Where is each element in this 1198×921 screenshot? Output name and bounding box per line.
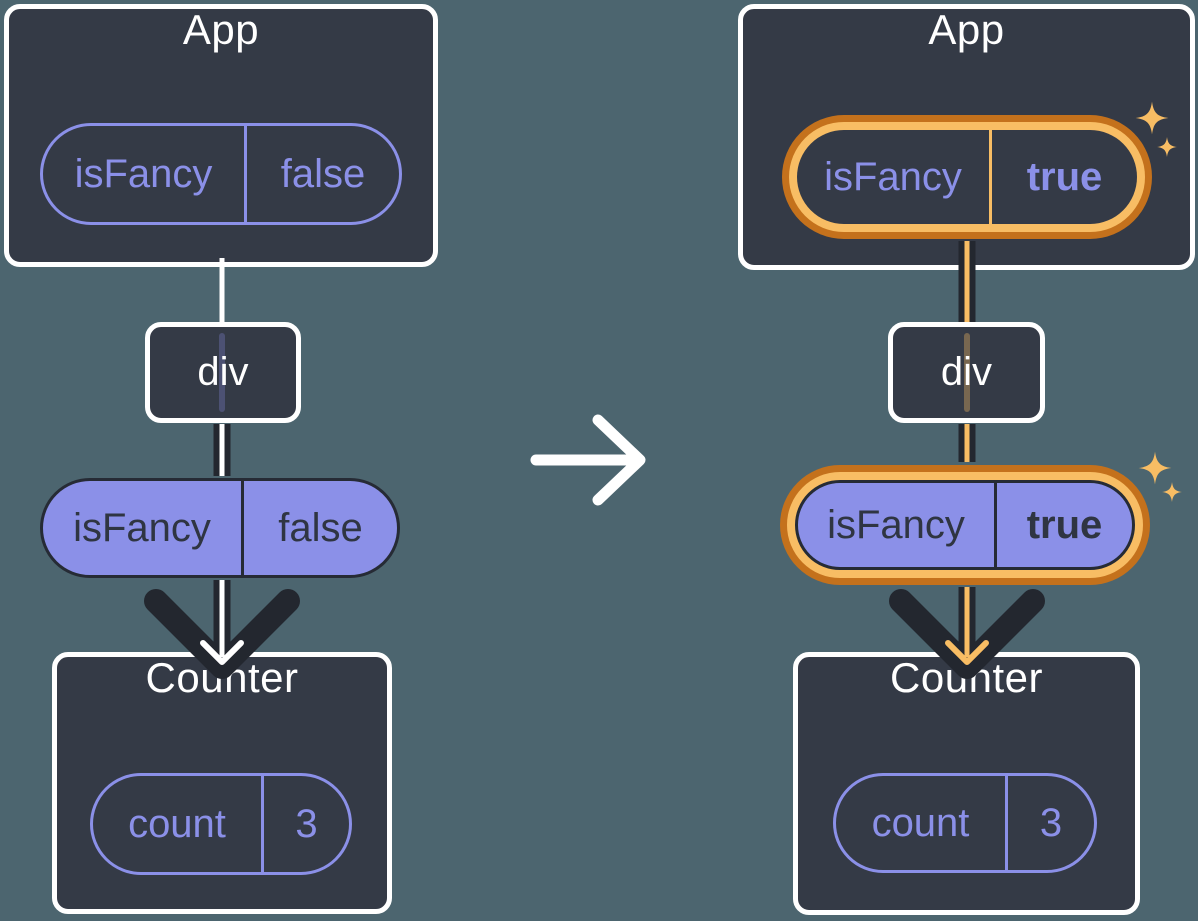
prop-value: false xyxy=(278,505,363,550)
prop-key: isFancy xyxy=(798,483,997,567)
state-key: isFancy xyxy=(43,126,247,222)
sparkle-icon xyxy=(1162,482,1182,502)
div-node-title: div xyxy=(940,350,993,394)
counter-node-after: Counter count 3 xyxy=(793,652,1140,915)
div-node-after: div xyxy=(888,322,1045,423)
div-node-title: div xyxy=(197,350,249,394)
prop-key: isFancy xyxy=(43,481,244,575)
app-node-before: App isFancy false xyxy=(4,4,438,267)
app-state-pill-before: isFancy false xyxy=(40,123,402,225)
app-node-after: App isFancy true xyxy=(738,4,1195,270)
arrow-right-icon xyxy=(530,414,646,506)
sparkle-icon xyxy=(1157,137,1177,157)
app-node-title: App xyxy=(182,6,260,53)
counter-node-title: Counter xyxy=(890,654,1043,701)
state-value: false xyxy=(280,151,366,196)
app-node-title: App xyxy=(928,6,1005,53)
div-node-before: div xyxy=(145,322,301,423)
counter-node-title: Counter xyxy=(145,654,299,701)
state-key: isFancy xyxy=(797,130,992,224)
sparkle-icon xyxy=(1138,451,1172,485)
counter-state-pill-after: count 3 xyxy=(833,773,1097,873)
counter-state-pill-before: count 3 xyxy=(90,773,352,875)
prop-flow-line-faint xyxy=(964,333,970,412)
state-value: 3 xyxy=(1039,800,1063,845)
state-value: 3 xyxy=(295,801,318,846)
state-key: count xyxy=(93,776,264,872)
prop-pill-after-highlighted: isFancy true xyxy=(795,480,1135,570)
app-state-pill-after-highlighted: isFancy true xyxy=(797,130,1137,224)
prop-value: true xyxy=(1026,502,1103,547)
sparkle-icon xyxy=(1135,101,1169,135)
state-value: true xyxy=(1026,154,1103,199)
prop-flow-line-faint xyxy=(219,333,225,412)
prop-pill-before: isFancy false xyxy=(40,478,400,578)
state-key: count xyxy=(836,776,1008,870)
counter-node-before: Counter count 3 xyxy=(52,652,392,914)
